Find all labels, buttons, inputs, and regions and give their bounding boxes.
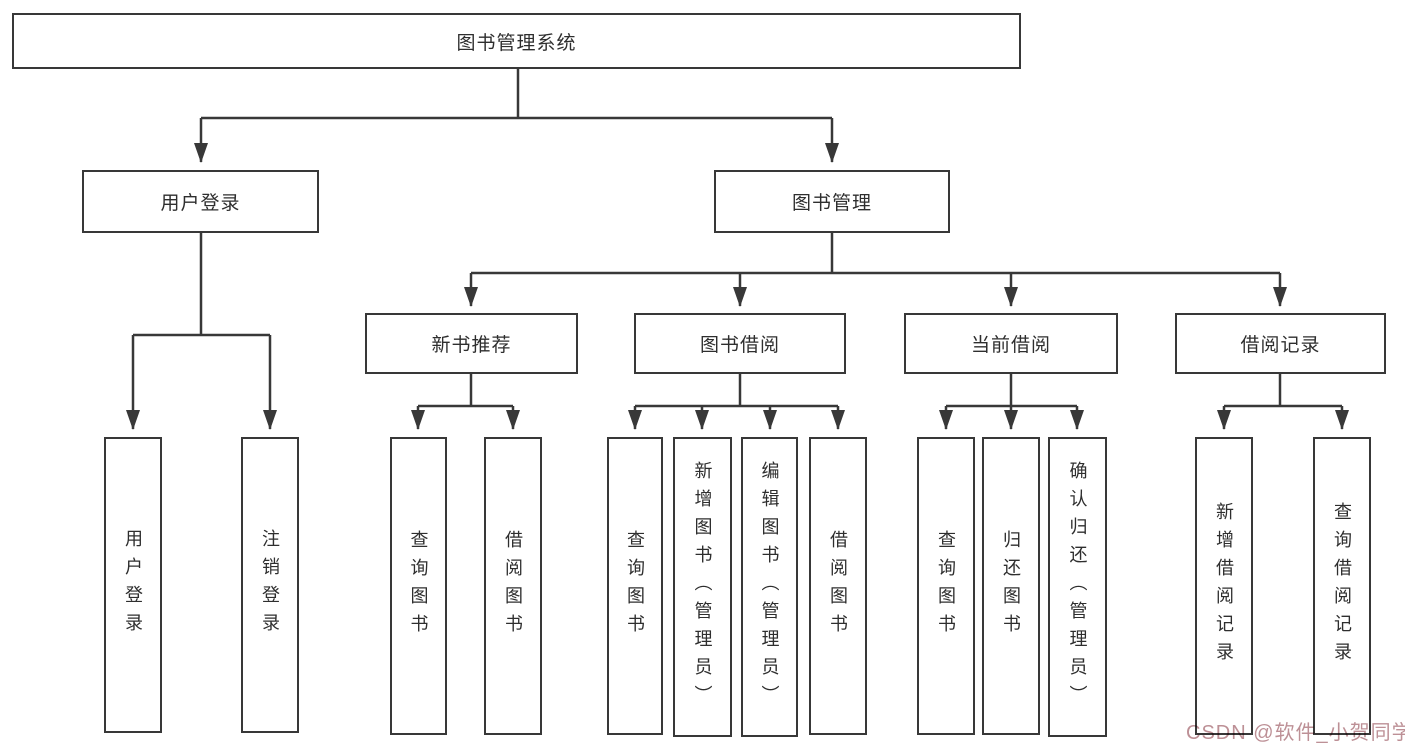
- leaf-bb-borrow-books: 借阅图书: [809, 437, 867, 735]
- node-user-login: 用户登录: [82, 170, 319, 233]
- node-book-management: 图书管理: [714, 170, 950, 233]
- leaf-bb-edit-books-admin: 编辑图书（管理员）: [741, 437, 798, 737]
- leaf-bb-borrow-books-label: 借阅图书: [828, 530, 848, 642]
- node-new-book-recommend: 新书推荐: [365, 313, 578, 374]
- leaf-br-query-record-label: 查询借阅记录: [1332, 502, 1352, 670]
- leaf-br-add-record-label: 新增借阅记录: [1214, 502, 1234, 670]
- node-borrow-records: 借阅记录: [1175, 313, 1386, 374]
- leaf-cb-return-books: 归还图书: [982, 437, 1040, 735]
- node-book-borrow: 图书借阅: [634, 313, 846, 374]
- leaf-cb-confirm-return-admin: 确认归还（管理员）: [1048, 437, 1107, 737]
- leaf-cb-query-books-label: 查询图书: [936, 530, 956, 642]
- leaf-nb-borrow-books: 借阅图书: [484, 437, 542, 735]
- leaf-nb-query-books: 查询图书: [390, 437, 447, 735]
- leaf-cb-return-books-label: 归还图书: [1001, 530, 1021, 642]
- node-new-book-recommend-label: 新书推荐: [431, 335, 512, 356]
- node-root-label: 图书管理系统: [456, 32, 577, 54]
- leaf-nb-borrow-books-label: 借阅图书: [503, 530, 523, 642]
- leaf-bb-add-books-admin: 新增图书（管理员）: [673, 437, 732, 737]
- leaf-br-query-record: 查询借阅记录: [1313, 437, 1371, 735]
- node-root: 图书管理系统: [12, 13, 1021, 69]
- csdn-watermark: CSDN @软件_小贺同学: [1186, 722, 1405, 744]
- node-user-login-label: 用户登录: [160, 193, 241, 214]
- node-book-management-label: 图书管理: [791, 193, 872, 214]
- leaf-bb-query-books: 查询图书: [607, 437, 663, 735]
- leaf-bb-add-books-admin-label: 新增图书（管理员）: [692, 461, 713, 713]
- node-current-borrow: 当前借阅: [904, 313, 1118, 374]
- leaf-bb-edit-books-admin-label: 编辑图书（管理员）: [759, 461, 780, 713]
- leaf-user-login-label: 用户登录: [123, 529, 143, 641]
- node-borrow-records-label: 借阅记录: [1240, 335, 1321, 356]
- leaf-user-login: 用户登录: [104, 437, 162, 733]
- leaf-nb-query-books-label: 查询图书: [408, 530, 429, 642]
- node-book-borrow-label: 图书借阅: [699, 335, 780, 356]
- leaf-logout-label: 注销登录: [260, 529, 280, 641]
- leaf-logout: 注销登录: [241, 437, 299, 733]
- leaf-bb-query-books-label: 查询图书: [625, 530, 645, 642]
- leaf-cb-query-books: 查询图书: [917, 437, 975, 735]
- leaf-cb-confirm-return-admin-label: 确认归还（管理员）: [1067, 461, 1088, 713]
- node-current-borrow-label: 当前借阅: [970, 335, 1051, 356]
- leaf-br-add-record: 新增借阅记录: [1195, 437, 1253, 735]
